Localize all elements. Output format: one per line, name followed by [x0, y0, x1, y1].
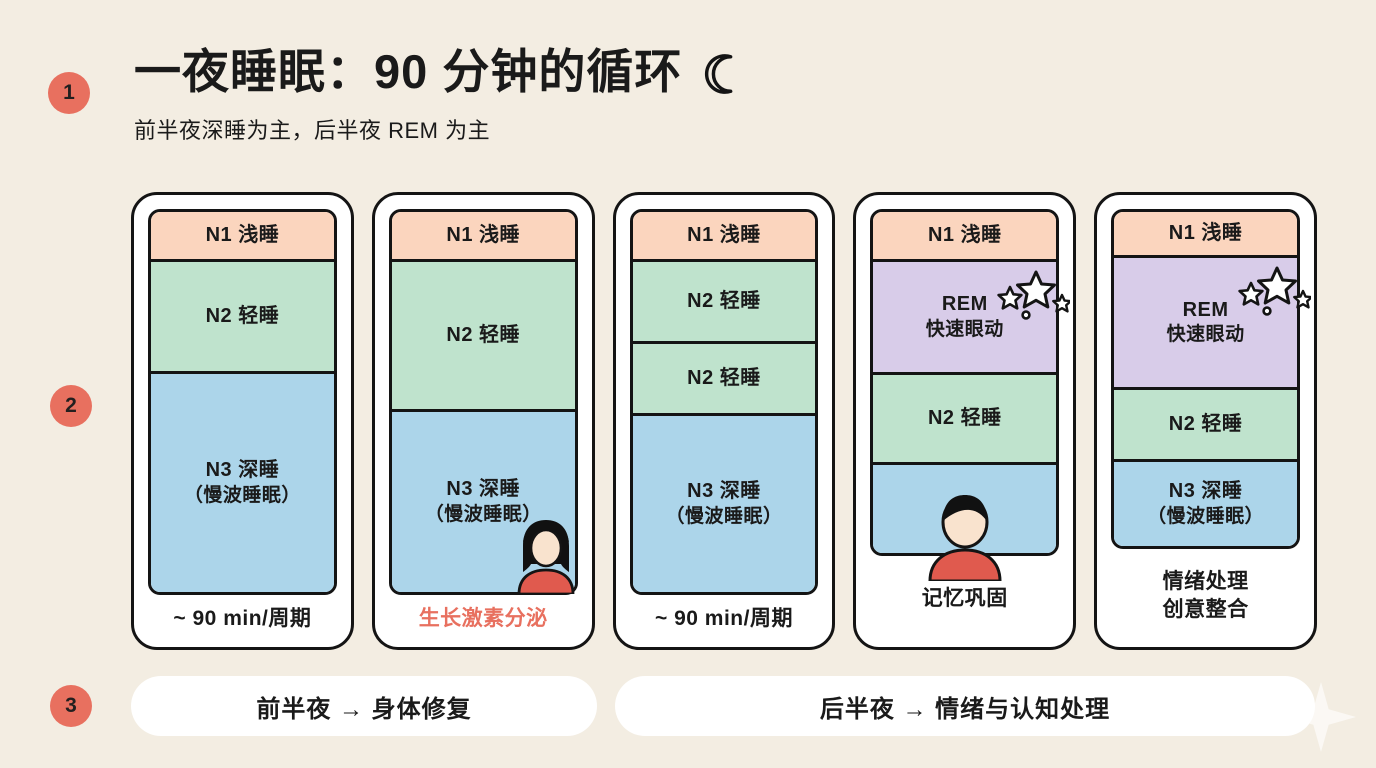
stage-label: N3 深睡	[446, 478, 520, 501]
stage-label: N3 深睡	[205, 459, 280, 482]
sleep-stage-segment: N1 浅睡	[1114, 212, 1297, 258]
sleep-stage-segment: REM 快速眼动	[1114, 258, 1313, 390]
female-person-icon	[511, 516, 581, 596]
sleep-stage-segment: N1 浅睡	[873, 212, 1057, 262]
summary-bar-text: 后半夜 → 情绪与认知处理	[819, 695, 1111, 723]
sleep-stage-stack: N1 浅睡 N2 轻睡 N3 深睡（慢波睡眠）	[388, 209, 578, 596]
stage-label: N2 轻睡	[687, 289, 761, 312]
sleep-stage-segment: N3 深睡（慢波睡眠）	[151, 374, 334, 592]
sleep-stage-segment	[873, 465, 1057, 583]
stage-sublabel: 快速眼动	[1166, 324, 1245, 346]
stars-icon	[1237, 264, 1313, 326]
sleep-stage-segment: N3 深睡（慢波睡眠）	[1114, 462, 1297, 546]
stage-label: N2 轻睡	[927, 406, 1002, 429]
crescent-moon-icon	[705, 54, 733, 95]
step-badge-2: 2	[50, 385, 92, 427]
stage-label: N1 浅睡	[927, 223, 1002, 246]
stage-sublabel: 快速眼动	[925, 318, 1004, 340]
sleep-cycle-card: N1 浅睡 N2 轻睡 N3 深睡（慢波睡眠） ~ 90 min/周期	[131, 192, 354, 650]
stage-label: N1 浅睡	[1168, 221, 1243, 244]
page-title: 一夜睡眠：90 分钟的循环	[134, 45, 746, 99]
sleep-stage-segment: N2 轻睡	[391, 262, 575, 412]
summary-bar-text: 前半夜 → 身体修复	[256, 695, 472, 723]
sleep-stage-stack: N1 浅睡 N2 轻睡 N3 深睡（慢波睡眠）	[148, 209, 337, 595]
sleep-stage-segment: N3 深睡（慢波睡眠）	[632, 416, 816, 592]
sleep-stage-segment: N2 轻睡	[632, 344, 816, 416]
sleep-stage-segment: N1 浅睡	[391, 212, 575, 262]
stage-label: N1 浅睡	[205, 223, 280, 246]
sleep-stage-segment: N2 轻睡	[151, 262, 334, 374]
card-caption: 情绪处理创意整合	[1162, 569, 1249, 621]
sleep-stage-segment: N2 轻睡	[632, 262, 816, 344]
card-caption: ~ 90 min/周期	[173, 606, 312, 630]
stage-label: N2 轻睡	[205, 304, 280, 327]
page-title-text: 一夜睡眠：90 分钟的循环	[134, 45, 683, 98]
stage-label: N1 浅睡	[446, 223, 520, 246]
stage-label: N2 轻睡	[446, 323, 520, 346]
summary-bar-first-half: 前半夜 → 身体修复	[131, 676, 597, 736]
stage-label: N2 轻睡	[1168, 412, 1243, 435]
stage-sublabel: （慢波睡眠）	[183, 484, 301, 506]
stage-sublabel: （慢波睡眠）	[1147, 505, 1265, 527]
stage-label: N1 浅睡	[687, 223, 761, 246]
page-subtitle: 前半夜深睡为主，后半夜 REM 为主	[134, 117, 491, 143]
sleep-cycle-card: N1 浅睡 REM 快速眼动 N2 轻睡 N3 深睡（慢波睡眠） 情绪处理创意整合	[1094, 192, 1317, 650]
sleep-stage-segment: N3 深睡（慢波睡眠）	[391, 412, 575, 596]
sleep-stage-segment: N1 浅睡	[151, 212, 334, 262]
step-badge-3: 3	[50, 685, 92, 727]
sleep-stage-segment: N2 轻睡	[1114, 390, 1297, 462]
sleep-stage-segment: N1 浅睡	[632, 212, 816, 262]
summary-bars: 前半夜 → 身体修复 后半夜 → 情绪与认知处理	[131, 676, 1317, 736]
sleep-stage-stack: N1 浅睡 REM 快速眼动 N2 轻睡 N3 深睡（慢波睡眠）	[1111, 209, 1313, 549]
stage-label: REM	[941, 293, 988, 316]
stage-sublabel: （慢波睡眠）	[665, 505, 783, 527]
stage-label: N3 深睡	[1168, 480, 1243, 503]
card-caption: 生长激素分泌	[418, 606, 548, 630]
sleep-stage-segment: N2 轻睡	[873, 375, 1057, 465]
summary-bar-second-half: 后半夜 → 情绪与认知处理	[615, 676, 1315, 736]
sleep-cycle-card: N1 浅睡 N2 轻睡 N3 深睡（慢波睡眠） 生长激素分泌	[371, 192, 595, 650]
card-caption: ~ 90 min/周期	[655, 606, 793, 630]
card-caption: 记忆巩固	[921, 587, 1008, 611]
step-badge-1: 1	[48, 72, 90, 114]
stage-label: REM	[1182, 298, 1229, 321]
sleep-cycle-card: N1 浅睡 N2 轻睡 N2 轻睡 N3 深睡（慢波睡眠） ~ 90 min/周期	[612, 192, 836, 650]
stage-label: N3 深睡	[687, 480, 761, 503]
stage-label: N2 轻睡	[687, 366, 761, 389]
stars-icon	[996, 268, 1073, 330]
stage-sublabel: （慢波睡眠）	[424, 503, 542, 525]
header: 一夜睡眠：90 分钟的循环 前半夜深睡为主，后半夜 REM 为主	[134, 45, 746, 145]
sleep-stage-stack: N1 浅睡 N2 轻睡 N2 轻睡 N3 深睡（慢波睡眠）	[629, 209, 819, 595]
